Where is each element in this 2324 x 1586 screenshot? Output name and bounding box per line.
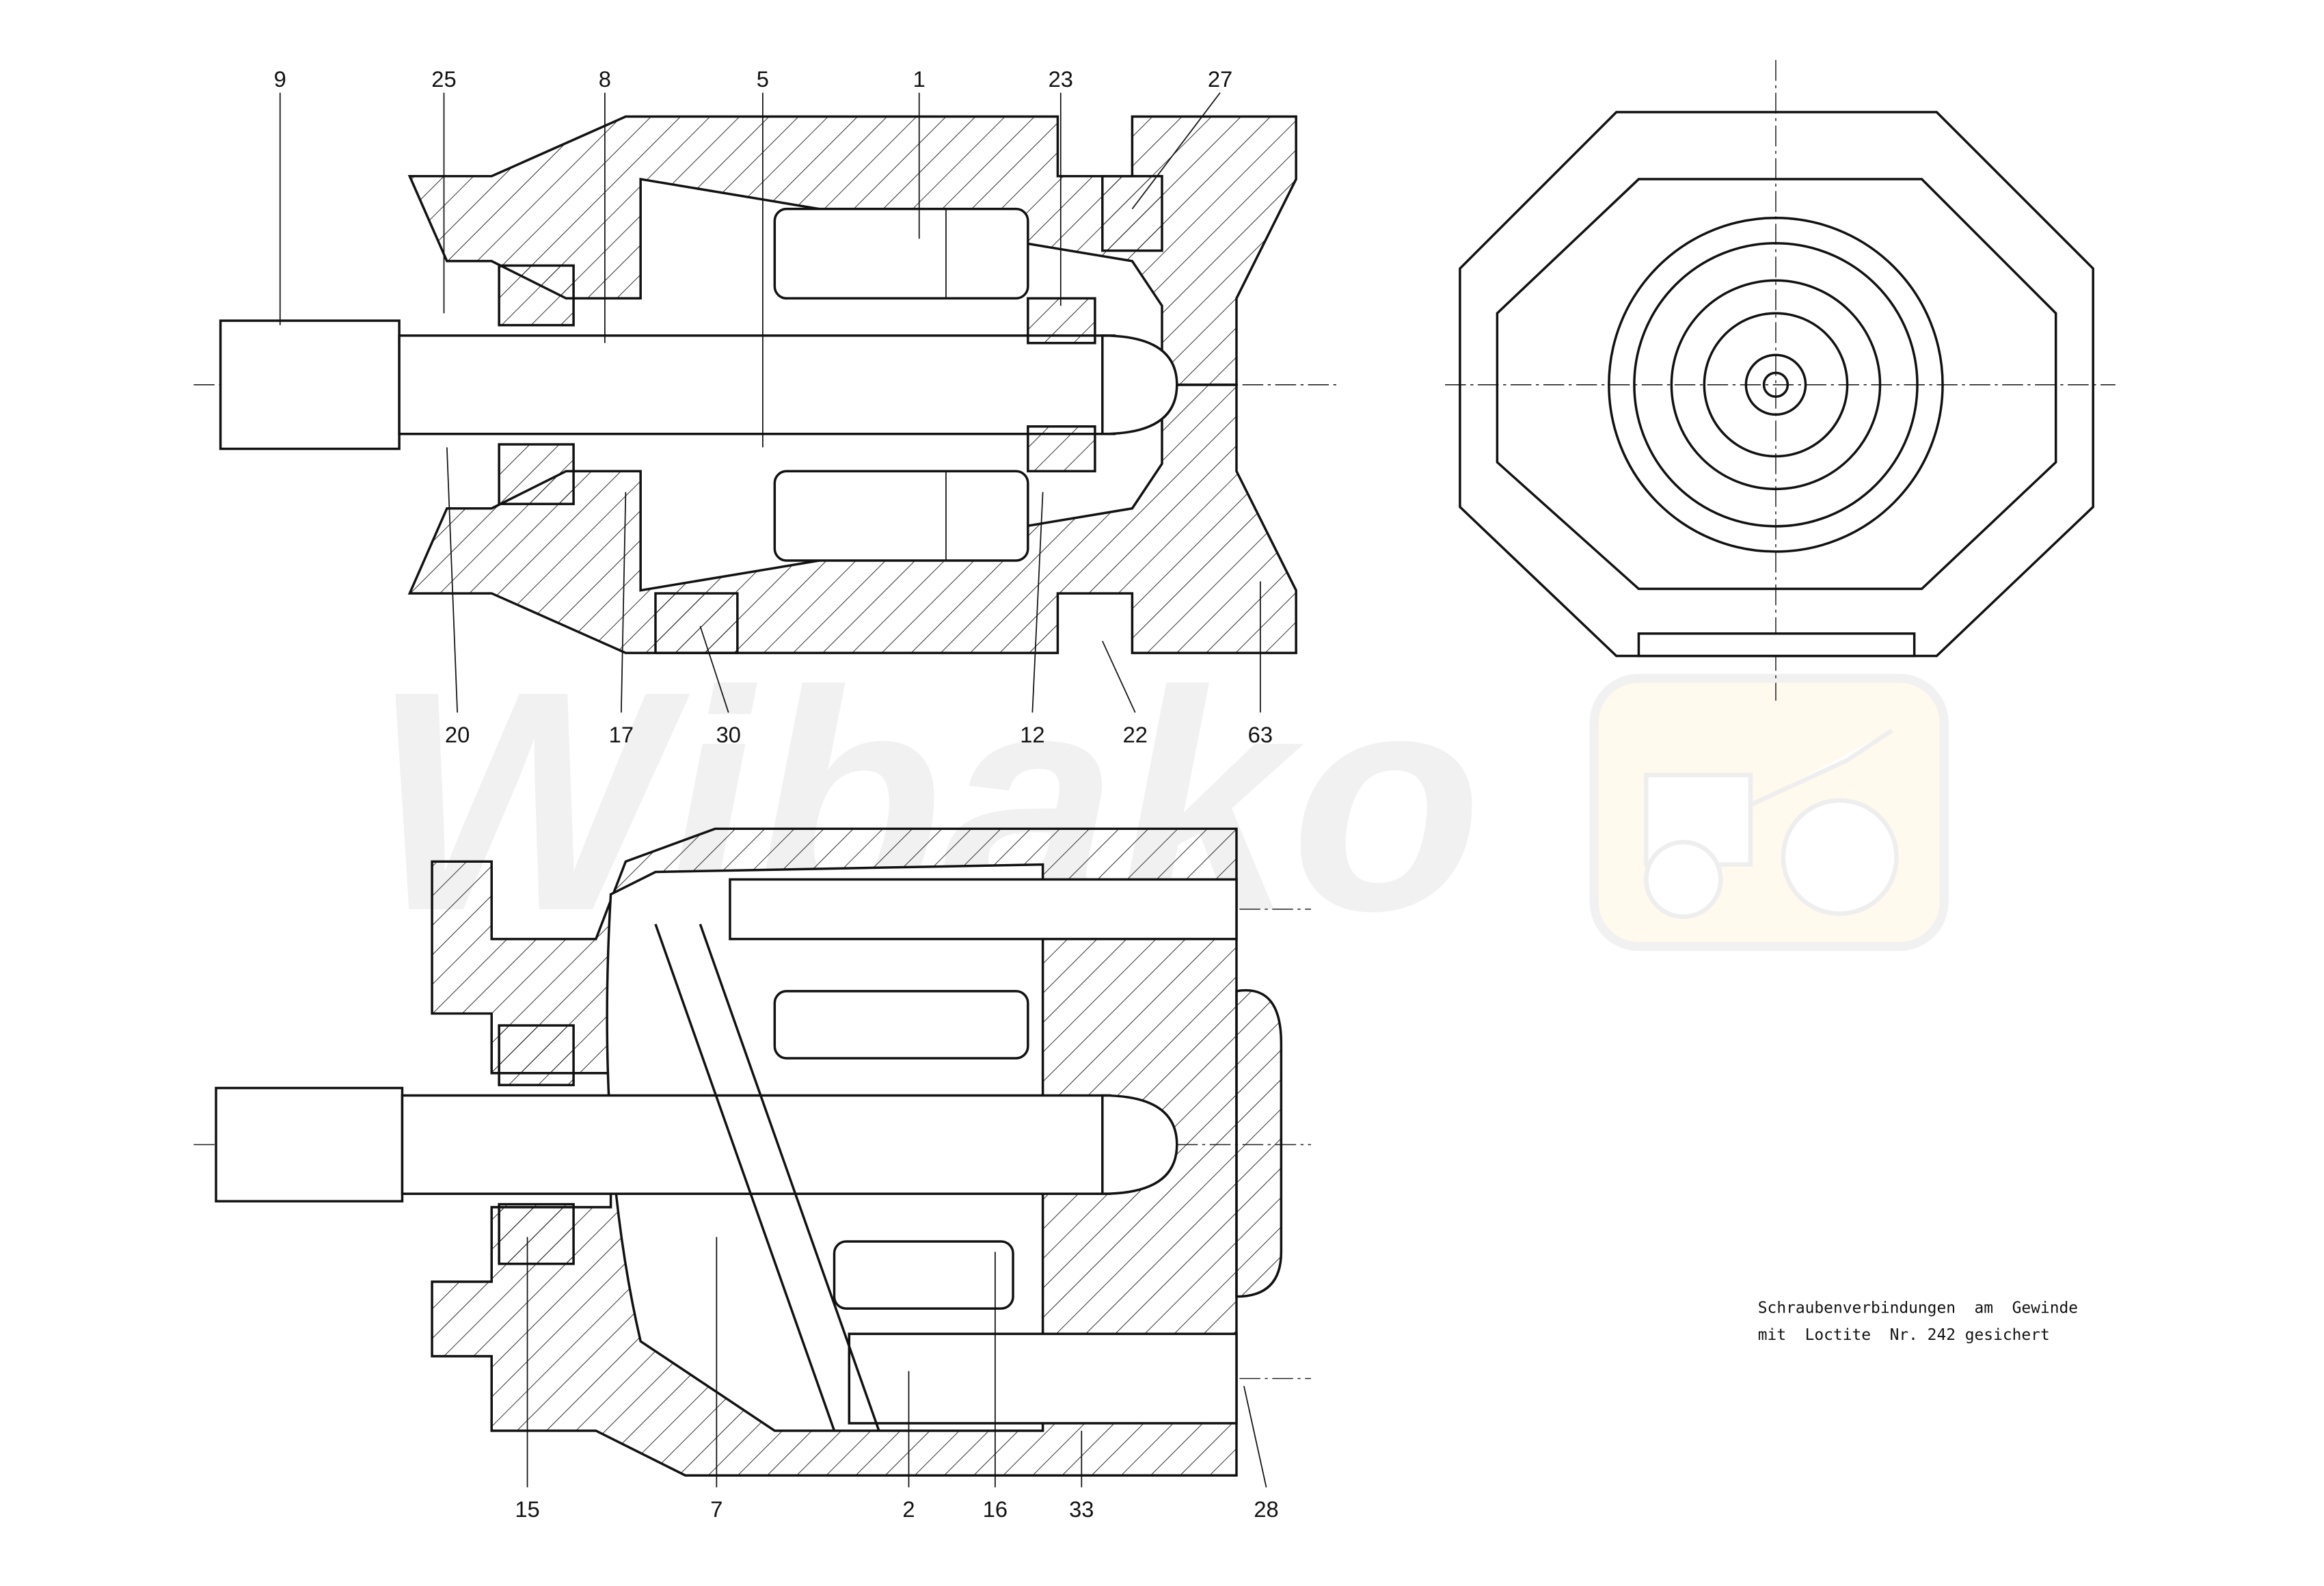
drive-shaft: [398, 334, 1116, 435]
callout-9: 9: [274, 66, 286, 92]
callouts-bottom: 15 7 2 16 33 28: [515, 1496, 1278, 1522]
housing-lower: [407, 384, 1297, 654]
housing-upper: [407, 115, 1297, 386]
callout-5: 5: [757, 66, 769, 92]
callout-23: 23: [1049, 66, 1073, 92]
callout-2: 2: [902, 1496, 915, 1522]
bottom-section-view: [193, 827, 1311, 1477]
end-view: [1445, 59, 2116, 701]
end-view-outline: [1459, 111, 2094, 658]
callout-27: 27: [1208, 66, 1232, 92]
drive-shaft-bottom: [401, 1094, 1111, 1196]
callout-17: 17: [609, 722, 634, 747]
callout-63: 63: [1248, 722, 1273, 747]
callout-25: 25: [431, 66, 456, 92]
callout-7: 7: [710, 1496, 722, 1522]
top-section-view: [193, 115, 1341, 654]
note-line-2: mit Loctite Nr. 242 gesichert: [1758, 1326, 2050, 1344]
watermark: Wibako: [373, 626, 1949, 976]
callout-16: 16: [983, 1496, 1008, 1522]
callout-12: 12: [1020, 722, 1044, 747]
callout-20: 20: [445, 722, 470, 747]
callout-15: 15: [515, 1496, 539, 1522]
callout-28: 28: [1254, 1496, 1278, 1522]
callouts-mid: 20 17 30 12 22 63: [445, 722, 1273, 747]
callout-30: 30: [716, 722, 741, 747]
callout-1: 1: [913, 66, 925, 92]
piston-upper: [773, 207, 1029, 300]
drive-shaft-end-bottom: [215, 1086, 404, 1202]
control-piston-upper: [729, 878, 1238, 941]
leader-lines: [279, 92, 1267, 1488]
callout-8: 8: [599, 66, 611, 92]
bearing-upper: [498, 264, 575, 327]
bearing-lower: [498, 443, 575, 505]
note-line-1: Schraubenverbindungen am Gewinde: [1758, 1300, 2078, 1317]
callout-22: 22: [1123, 722, 1148, 747]
piston-lower: [773, 470, 1029, 562]
drive-shaft-end: [219, 319, 401, 451]
callouts-top: 9 25 8 5 1 23 27: [274, 66, 1233, 92]
callout-33: 33: [1069, 1496, 1094, 1522]
assembly-note: Schraubenverbindungen am Gewinde mit Loc…: [1758, 1300, 2078, 1344]
tractor-logo-icon: [1644, 728, 1899, 919]
control-piston-lower: [848, 1332, 1238, 1425]
